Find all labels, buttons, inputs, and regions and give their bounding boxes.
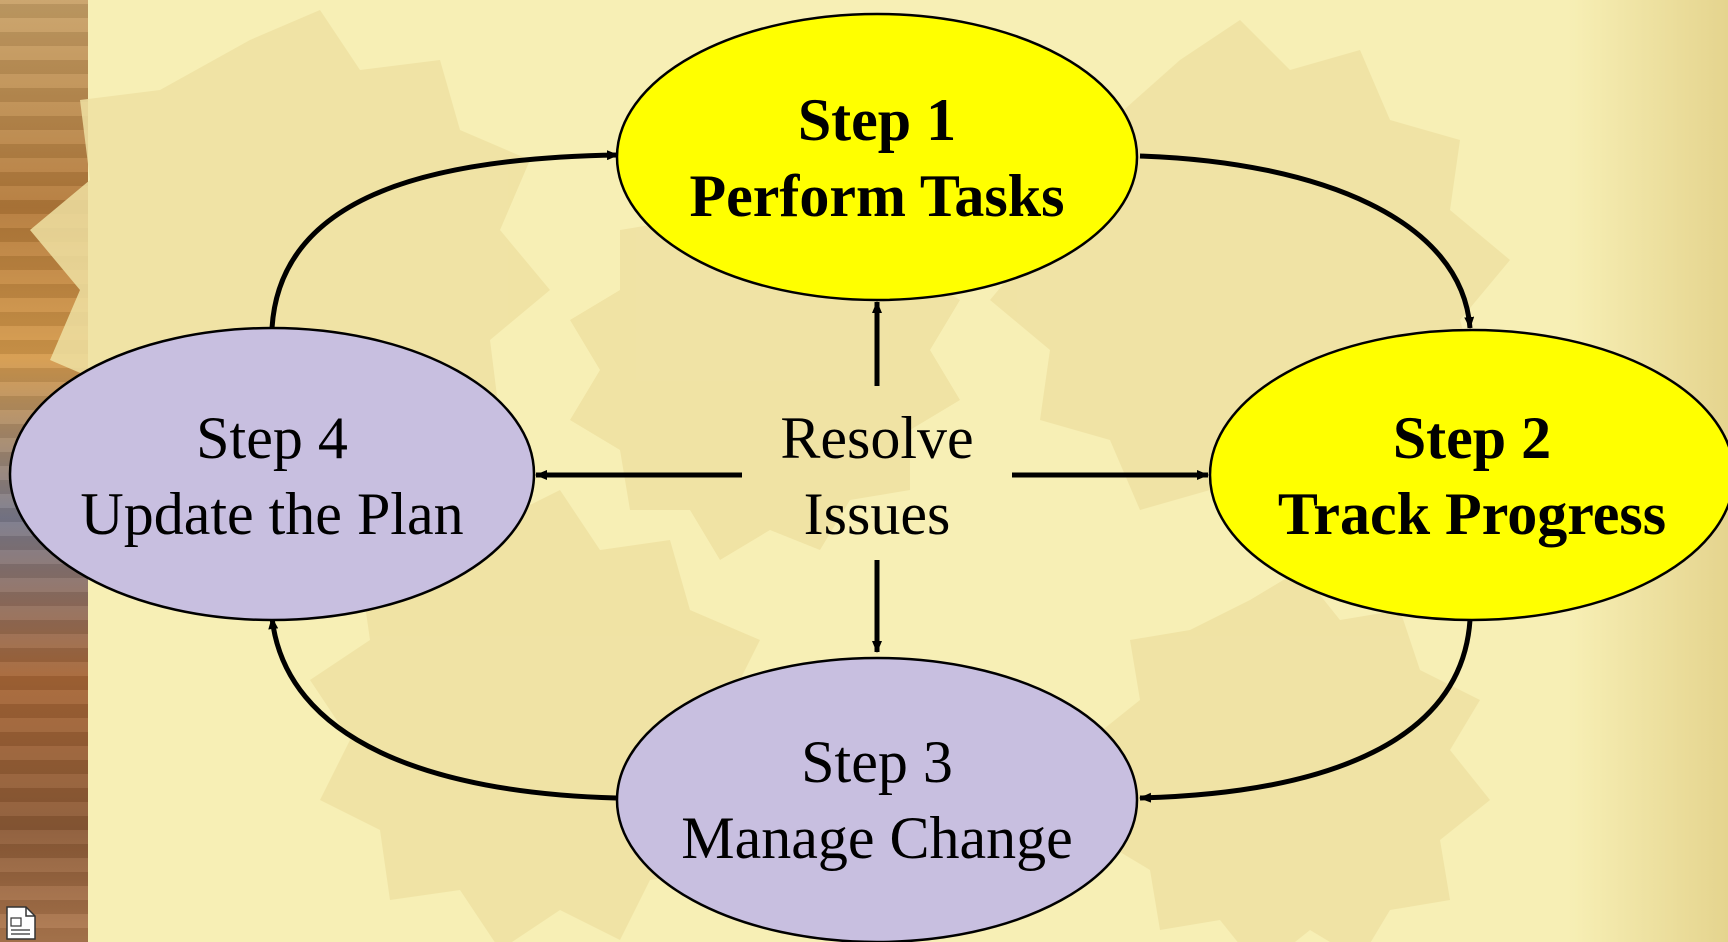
step4-title: Step 4 (196, 405, 348, 471)
step1-ellipse (615, 12, 1139, 302)
step2-subtitle: Track Progress (1278, 481, 1666, 547)
arrow-step4-to-step1 (269, 150, 619, 329)
cycle-connectors (268, 150, 1475, 803)
step-ellipses (8, 12, 1728, 942)
arrow-step2-to-step3 (1139, 619, 1473, 803)
step-labels: Step 1 Perform Tasks Step 2 Track Progre… (80, 87, 1666, 871)
step3-subtitle: Manage Change (681, 805, 1073, 871)
step3-title: Step 3 (801, 729, 953, 795)
hub-label-line2: Issues (804, 481, 951, 547)
step1-subtitle: Perform Tasks (690, 163, 1065, 229)
step2-ellipse (1208, 328, 1728, 622)
step4-subtitle: Update the Plan (80, 481, 463, 547)
step3-ellipse (615, 656, 1139, 942)
step4-ellipse (8, 326, 536, 622)
arrow-step3-to-step4 (268, 617, 617, 801)
document-icon (6, 906, 36, 940)
arrow-step1-to-step2 (1139, 153, 1475, 329)
step1-title: Step 1 (798, 87, 956, 153)
hub-spokes (535, 301, 1209, 653)
step2-title: Step 2 (1393, 405, 1551, 471)
gear-shape (1090, 570, 1490, 942)
hub-label-line1: Resolve (780, 405, 973, 471)
